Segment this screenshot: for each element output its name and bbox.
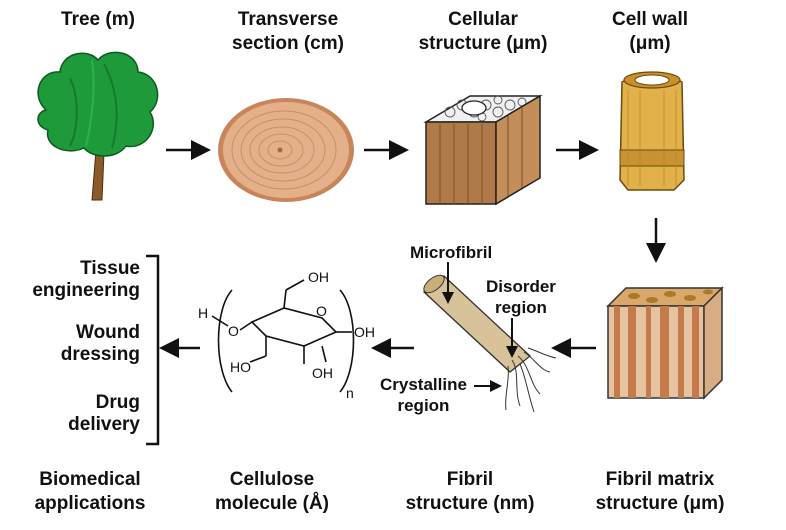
flow-arrows	[159, 140, 666, 358]
application-drug-delivery: Drug delivery	[68, 392, 140, 435]
label-cellular-structure: Cellular structure (μm)	[418, 9, 548, 54]
transverse-section-icon	[218, 98, 354, 202]
label-biomedical-applications: Biomedical applications	[34, 469, 146, 514]
cell-wall-icon	[619, 71, 685, 191]
molecule-ho-left: HO	[230, 359, 251, 375]
molecule-oh-right: OH	[354, 324, 375, 340]
application-tissue-engineering: Tissue engineering	[32, 258, 140, 301]
molecule-repeat-n: n	[346, 385, 354, 401]
application-wound-dressing: Wound dressing	[60, 322, 140, 365]
label-microfibril: Microfibril	[410, 243, 493, 262]
label-transverse-section: Transverse section (cm)	[232, 9, 344, 54]
molecule-oh-bottom: OH	[312, 365, 333, 381]
molecule-ring-oxygen: O	[316, 303, 327, 319]
fibril-icon	[423, 274, 557, 413]
label-crystalline-region: Crystalline region	[380, 375, 467, 415]
molecule-chain-oxygen: O	[228, 323, 239, 339]
label-tree: Tree (m)	[61, 9, 135, 30]
tree-icon	[37, 51, 159, 201]
molecule-hydrogen: H	[198, 305, 208, 321]
cellular-structure-icon	[423, 94, 543, 206]
label-fibril-structure: Fibril structure (nm)	[405, 469, 535, 514]
label-cell-wall: Cell wall (μm)	[611, 9, 689, 54]
label-fibril-matrix-structure: Fibril matrix structure (μm)	[595, 469, 725, 514]
cellulose-molecule-icon	[211, 279, 355, 393]
label-disorder-region: Disorder region	[486, 277, 556, 317]
applications-bracket	[146, 254, 160, 446]
fibril-matrix-icon	[606, 286, 724, 400]
molecule-oh-top: OH	[308, 269, 329, 285]
label-cellulose-molecule: Cellulose molecule (Å)	[214, 469, 330, 514]
